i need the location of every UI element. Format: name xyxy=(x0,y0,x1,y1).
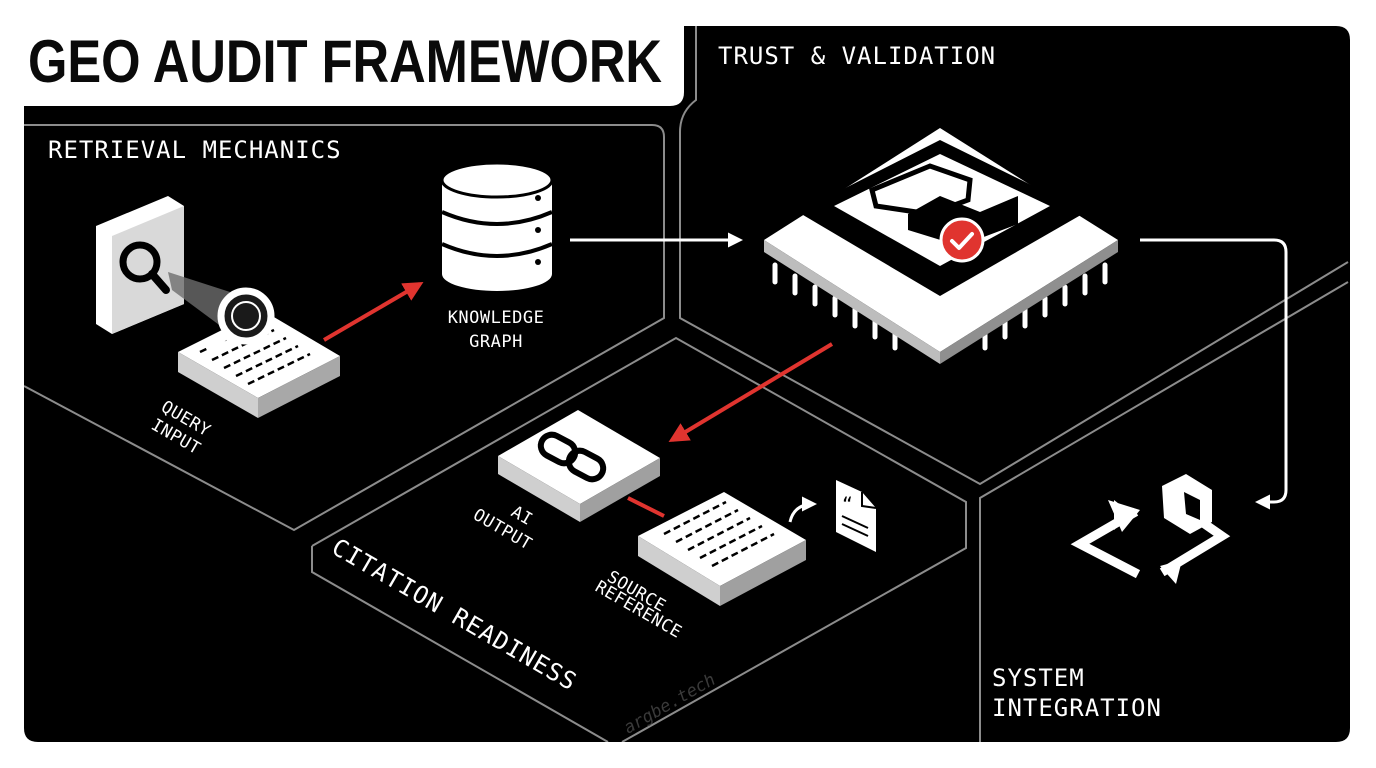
system-panel-outline xyxy=(979,281,1349,742)
section-label-system-line2: INTEGRATION xyxy=(992,694,1162,722)
retrieval-panel-outline xyxy=(23,124,665,532)
arrow-source-to-quote xyxy=(788,496,817,523)
quote-document-icon: “ xyxy=(836,480,877,552)
knowledge-graph-label-line1: KNOWLEDGE xyxy=(448,308,545,328)
search-tile-icon xyxy=(96,196,184,334)
link-chain-tile-icon xyxy=(498,410,660,522)
search-beam xyxy=(168,272,230,330)
svg-text:“: “ xyxy=(842,494,853,515)
cycle-block-notch xyxy=(1184,492,1200,520)
knowledge-graph-label-line2: GRAPH xyxy=(469,332,523,352)
title-tab xyxy=(0,0,684,106)
section-label-trust: TRUST & VALIDATION xyxy=(718,42,996,70)
cycle-arrowhead-top xyxy=(1108,500,1140,532)
magnifier-icon xyxy=(207,287,275,353)
database-icon xyxy=(440,161,554,291)
section-label-system-line1: SYSTEM xyxy=(992,664,1085,692)
validation-chip-icon xyxy=(764,128,1118,364)
arrow-chip-to-system xyxy=(1140,238,1288,510)
section-label-retrieval: RETRIEVAL MECHANICS xyxy=(48,136,342,164)
arrow-query-to-graph xyxy=(322,281,424,342)
cycle-arrowhead-bottom xyxy=(1160,560,1182,584)
trust-panel-outline xyxy=(679,26,1349,486)
connector-ai-to-source xyxy=(627,496,665,518)
citation-panel-outline xyxy=(311,336,967,743)
source-reference-document-icon xyxy=(638,492,806,606)
arrow-chip-to-ai-output xyxy=(668,342,834,443)
page-title: GEO AUDIT FRAMEWORK xyxy=(28,28,662,95)
